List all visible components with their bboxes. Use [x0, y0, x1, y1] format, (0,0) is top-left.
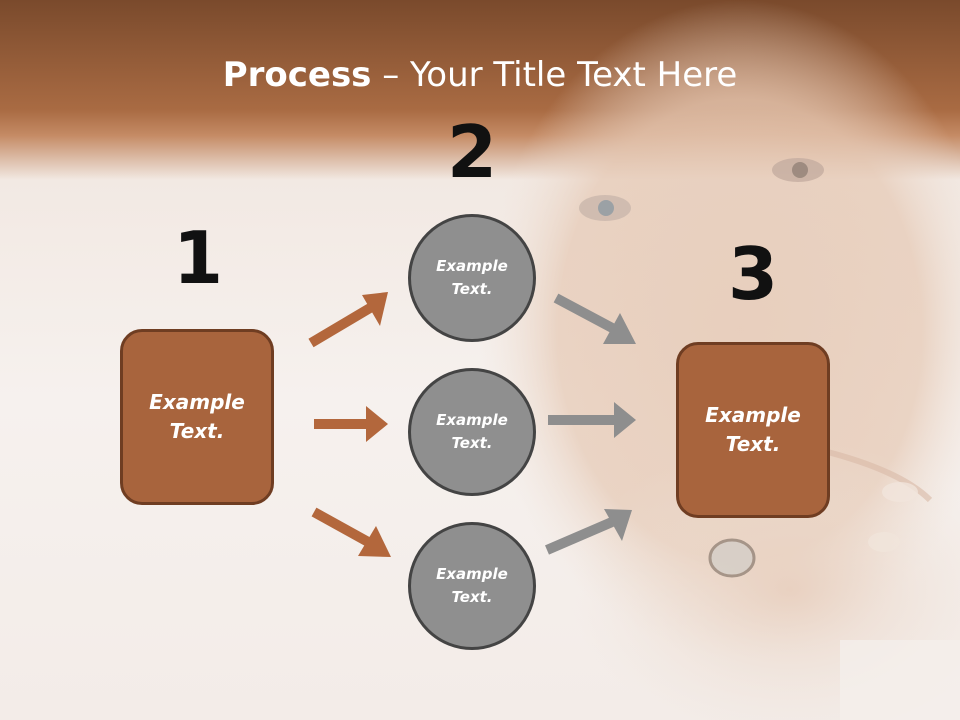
fingernail-2 [868, 532, 900, 552]
iris-left [598, 200, 614, 216]
step-number-2: 2 [446, 110, 498, 194]
shirt-shape [840, 640, 960, 720]
circle-middle-line2: Text. [451, 434, 493, 452]
arrow-up-right [308, 292, 388, 348]
arrow-right-gray [548, 402, 636, 438]
circle-bottom-line2: Text. [451, 588, 493, 606]
fingernail-1 [882, 482, 918, 502]
circle-bottom-line1: Example [436, 565, 508, 583]
circle-bottom: Example Text. [408, 522, 536, 650]
step-number-3: 3 [727, 232, 779, 316]
arrow-down-right [311, 507, 391, 557]
title-rest: – Your Title Text Here [371, 55, 738, 95]
circle-top: Example Text. [408, 214, 536, 342]
lip-line [819, 447, 933, 503]
title-bold: Process [222, 55, 372, 95]
left-box: Example Text. [120, 329, 274, 505]
circle-top-line2: Text. [451, 280, 493, 298]
right-box-line2: Text. [725, 432, 781, 456]
ring-shape [708, 538, 756, 578]
arrow-right-brown [314, 406, 388, 442]
circle-middle-line1: Example [436, 411, 508, 429]
right-box-line1: Example [705, 403, 801, 427]
brown-arrows [308, 292, 391, 557]
arrow-up-right-gray [545, 509, 632, 555]
step-number-1: 1 [172, 216, 224, 300]
left-box-line1: Example [149, 390, 245, 414]
gray-arrows [545, 293, 636, 555]
slide-title: Process – Your Title Text Here [0, 50, 960, 100]
circle-top-line1: Example [436, 257, 508, 275]
arrow-down-right-gray [553, 293, 636, 344]
right-box: Example Text. [676, 342, 830, 518]
circle-middle: Example Text. [408, 368, 536, 496]
left-box-line2: Text. [169, 419, 225, 443]
iris-right [792, 162, 808, 178]
